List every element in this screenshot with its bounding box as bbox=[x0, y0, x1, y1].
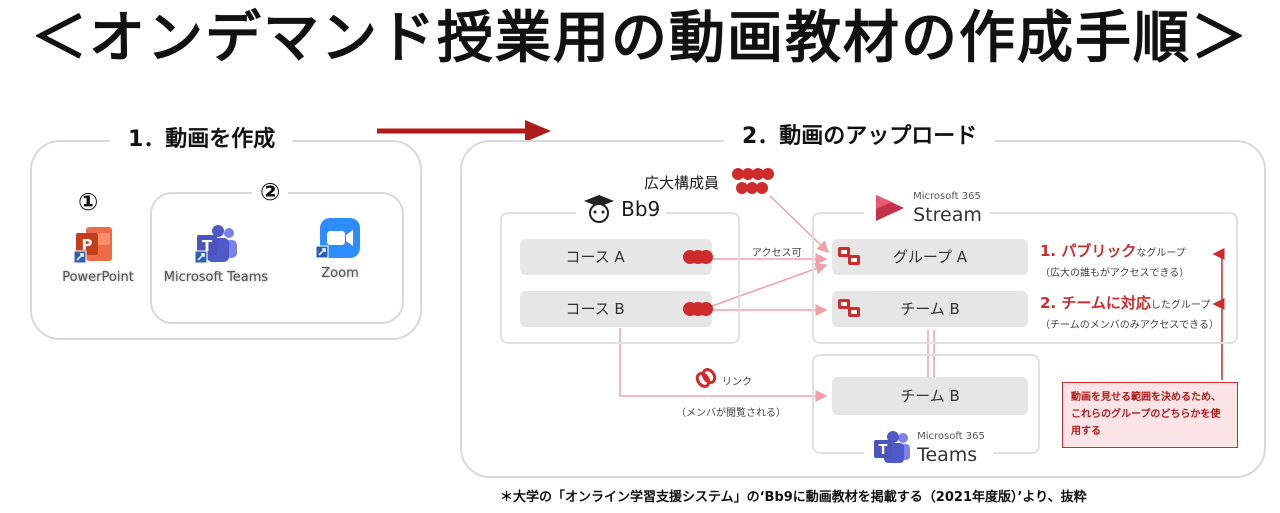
svg-text:T: T bbox=[879, 443, 888, 458]
public-note: （広大の誰もがアクセスできる） bbox=[1040, 268, 1190, 279]
svg-text:P: P bbox=[82, 236, 93, 254]
course-a-label: コース A bbox=[565, 248, 625, 266]
link-label: リンク bbox=[722, 377, 752, 388]
callout-box: 動画を見せる範囲を決めるため、これらのグループのどちらかを使用する bbox=[1062, 382, 1238, 448]
teams-team-b[interactable]: チーム B bbox=[832, 377, 1028, 415]
zoom-icon[interactable] bbox=[314, 218, 360, 262]
course-a-members-icon bbox=[683, 250, 713, 264]
stream-name: Stream bbox=[913, 204, 982, 226]
link-note: （メンバが閲覧される） bbox=[676, 408, 786, 419]
team-group-title: 2. チームに対応したグループ bbox=[1040, 292, 1210, 313]
stream-team-b[interactable]: チーム B bbox=[832, 291, 1028, 327]
stream-group-a-label: グループ A bbox=[892, 248, 968, 266]
group-a-icon bbox=[838, 247, 860, 265]
team-note: （チームのメンバのみアクセスできる） bbox=[1040, 320, 1219, 331]
stream-header: Microsoft 365 Stream bbox=[864, 190, 990, 230]
teams-name: Teams bbox=[917, 444, 978, 466]
stream-team-b-label: チーム B bbox=[900, 300, 960, 318]
link-icon bbox=[695, 368, 717, 388]
step1-label: 1．動画を作成 bbox=[110, 125, 294, 155]
powerpoint-icon[interactable]: P bbox=[72, 225, 116, 265]
team-title: 2. チームに対応 bbox=[1040, 294, 1151, 312]
teams-logo-icon: T bbox=[874, 431, 910, 463]
step-arrow bbox=[377, 120, 551, 142]
team-b-icon bbox=[838, 299, 860, 317]
stream-box bbox=[812, 212, 1238, 344]
bb9-mascot-icon bbox=[584, 195, 614, 223]
step1-circle-2: ② bbox=[252, 178, 289, 206]
access-label: アクセス可 bbox=[752, 248, 802, 259]
team-suffix: したグループ bbox=[1150, 300, 1211, 311]
stream-group-a[interactable]: グループ A bbox=[832, 239, 1028, 275]
svg-text:T: T bbox=[202, 237, 213, 255]
step2-label: 2．動画のアップロード bbox=[724, 122, 996, 152]
teams-header: T Microsoft 365 Teams bbox=[864, 430, 993, 472]
public-suffix: なグループ bbox=[1136, 248, 1186, 259]
bb9-header: Bb9 bbox=[576, 193, 667, 229]
footer-source: ＊大学の「オンライン学習支援システム」の‘Bb9に動画教材を掲載する（2021年… bbox=[500, 490, 1087, 505]
powerpoint-label: PowerPoint bbox=[62, 270, 134, 285]
teams-label: Microsoft Teams bbox=[163, 270, 269, 285]
teams-team-b-label: チーム B bbox=[900, 387, 960, 405]
page-title: ＜オンデマンド授業用の動画教材の作成手順＞ bbox=[31, 6, 1249, 71]
course-b-members-icon bbox=[683, 302, 713, 316]
members-group-icon bbox=[732, 168, 774, 194]
stream-brand: Microsoft 365 bbox=[913, 191, 981, 202]
course-b-label: コース B bbox=[565, 300, 625, 318]
public-title: 1. パブリック bbox=[1040, 242, 1137, 260]
teams-brand: Microsoft 365 bbox=[917, 431, 985, 442]
bb9-label: Bb9 bbox=[621, 197, 661, 221]
course-a[interactable]: コース A bbox=[520, 239, 712, 275]
step1-circle-1: ① bbox=[78, 188, 99, 216]
public-group-title: 1. パブリックなグループ bbox=[1040, 240, 1186, 261]
teams-icon[interactable]: T bbox=[193, 225, 239, 265]
course-b[interactable]: コース B bbox=[520, 291, 712, 327]
members-label: 広大構成員 bbox=[644, 174, 720, 192]
zoom-label: Zoom bbox=[321, 266, 359, 281]
stream-icon bbox=[876, 195, 904, 221]
